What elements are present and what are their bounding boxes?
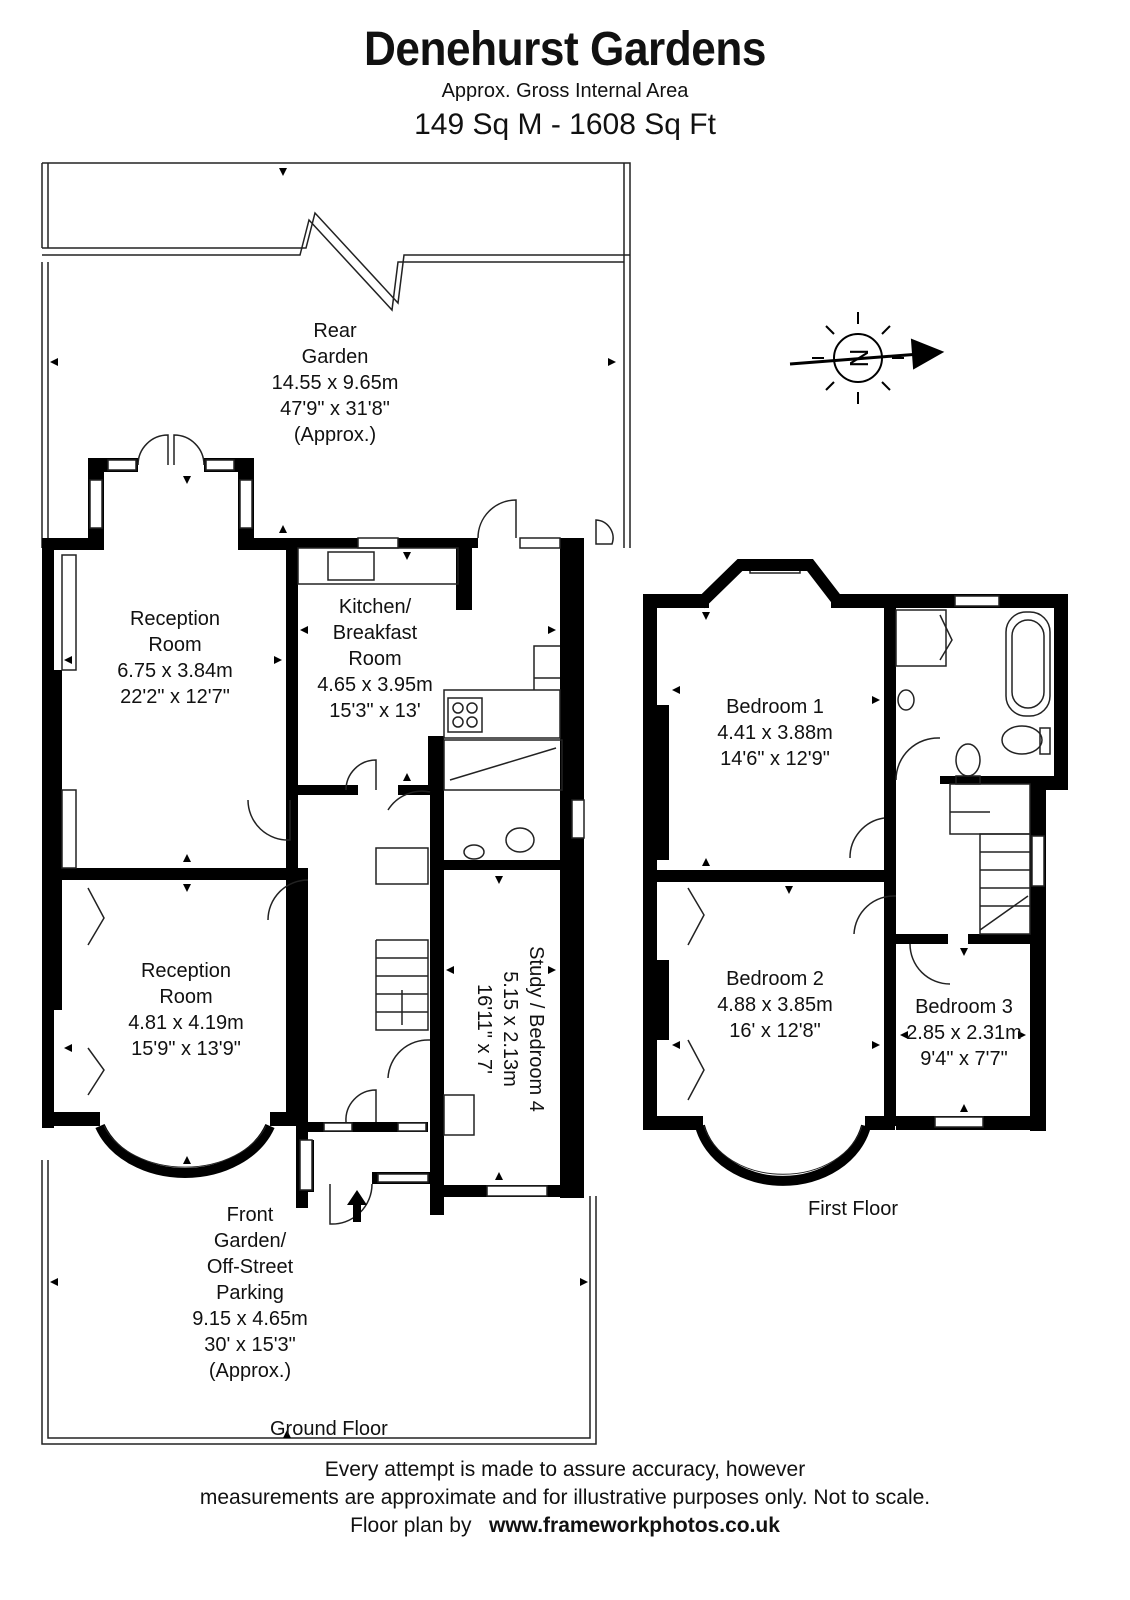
disclaimer-line-2: measurements are approximate and for ill… (199, 1486, 931, 1509)
kitchen-units (297, 547, 563, 860)
entrance-arrow (347, 1190, 367, 1222)
first-floor-stairs (949, 783, 1031, 935)
ground-floor-windows (61, 459, 585, 1197)
compass-rose (789, 312, 945, 404)
credit-website-link[interactable]: www.frameworkphotos.co.uk (488, 1514, 780, 1537)
french-doors (137, 434, 205, 466)
bedroom1-bay-window (695, 559, 845, 609)
first-floor-doors (687, 737, 951, 1101)
gross-area: 149 Sq M - 1608 Sq Ft (414, 108, 716, 141)
ground-floor-doors (87, 499, 517, 1225)
rear-garden-boundary (41, 162, 631, 548)
front-garden-boundary (41, 1160, 597, 1445)
bedroom2-bay-window (695, 1124, 871, 1186)
plan-subtitle: Approx. Gross Internal Area (441, 80, 689, 102)
floor-label-first: First Floor (808, 1198, 898, 1220)
bathroom-fixtures (895, 609, 1051, 785)
credit-line: Floor plan by www.frameworkphotos.co.uk (0, 1514, 1130, 1538)
garden-gate (595, 519, 614, 545)
front-bay-window (95, 1123, 275, 1178)
ground-floor-stairs (375, 847, 429, 1031)
plan-title: Denehurst Gardens (363, 23, 766, 76)
dimension-markers (50, 168, 1026, 1438)
disclaimer-line-1: Every attempt is made to assure accuracy… (324, 1458, 806, 1481)
credit-prefix: Floor plan by (350, 1514, 472, 1537)
compass-letter: N (844, 349, 874, 368)
floor-label-ground: Ground Floor (270, 1418, 388, 1440)
